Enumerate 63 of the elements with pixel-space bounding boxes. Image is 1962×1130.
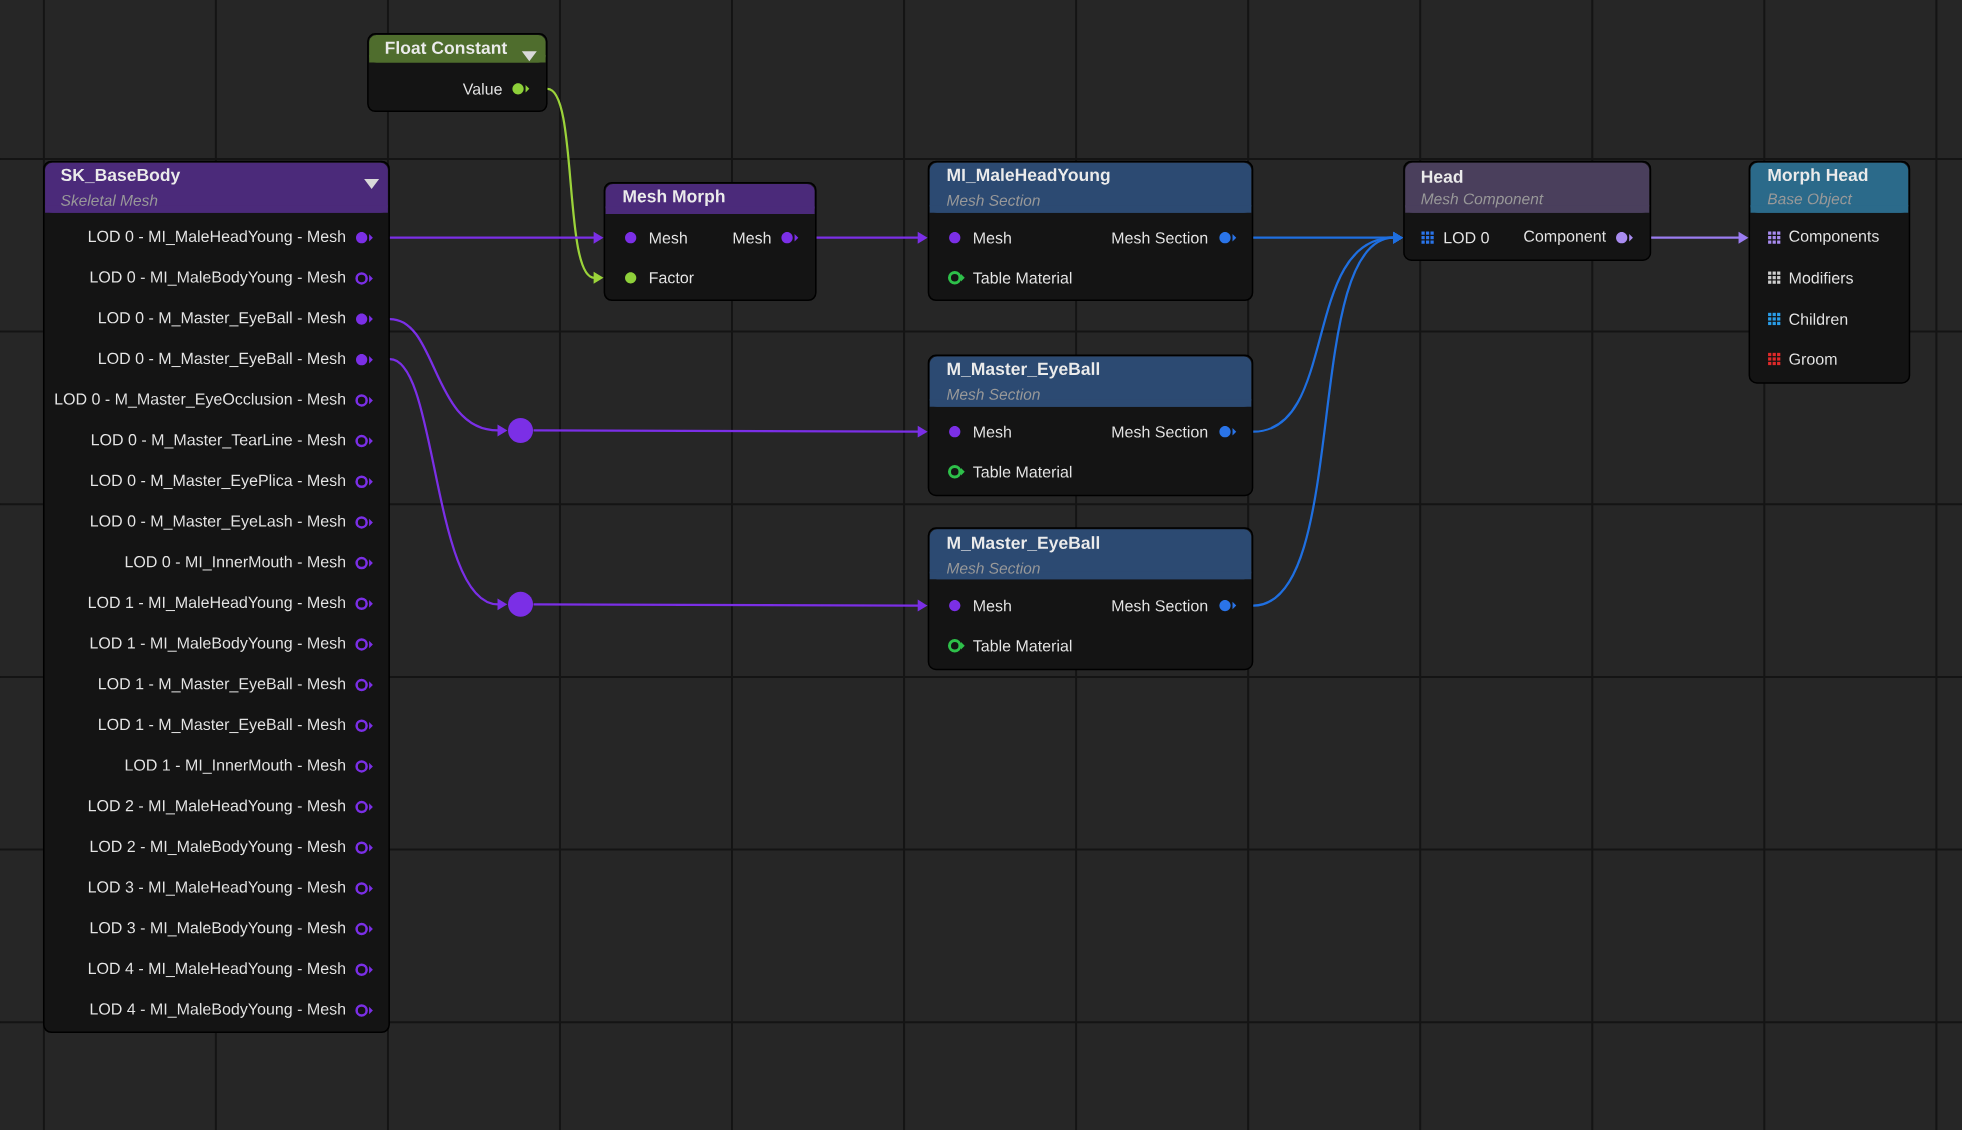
pin-label: Mesh (733, 231, 771, 244)
node-title: Morph Head (1768, 168, 1868, 185)
pin-label: LOD 1 - M_Master_EyeBall - Mesh (99, 677, 345, 693)
pin-label: LOD 1 - M_Master_EyeBall - Mesh (99, 718, 345, 734)
node-subtitle: Mesh Section (946, 388, 1040, 400)
pin-label: Mesh (649, 231, 687, 244)
graph-node (927, 354, 1254, 497)
pin-label: LOD 0 - M_Master_EyeBall - Mesh (99, 311, 345, 327)
pin-label: Mesh Section (1112, 231, 1208, 244)
pin-label: Table Material (973, 465, 1072, 478)
pin-label: LOD 0 - M_Master_TearLine - Mesh (91, 433, 345, 449)
pin-label: Modifiers (1789, 271, 1853, 284)
node-title: M_Master_EyeBall (947, 362, 1100, 379)
pin-label: Mesh Section (1112, 425, 1208, 438)
pin-label: LOD 4 - MI_MaleHeadYoung - Mesh (88, 962, 345, 978)
reroute-knot (508, 591, 534, 617)
pin-label: Factor (649, 272, 694, 284)
pin-label: LOD 2 - MI_MaleHeadYoung - Mesh (88, 799, 345, 815)
pin-label: LOD 0 - M_Master_EyePlica - Mesh (91, 474, 345, 490)
pin-label: Children (1789, 313, 1848, 325)
node-subtitle: Skeletal Mesh (61, 194, 158, 206)
graph-node (927, 160, 1254, 302)
graph-node (367, 33, 548, 113)
graph-node (43, 160, 390, 1034)
node-title: M_Master_EyeBall (947, 536, 1100, 553)
pin-label: LOD 0 - MI_MaleBodyYoung - Mesh (90, 270, 345, 286)
pin-label: Mesh (974, 599, 1011, 612)
pin-label: LOD 1 - MI_MaleHeadYoung - Mesh (88, 596, 345, 612)
reroute-knot (508, 417, 534, 443)
pin-label: LOD 4 - MI_MaleBodyYoung - Mesh (90, 1003, 345, 1018)
pin-label: LOD 3 - MI_MaleBodyYoung - Mesh (90, 921, 345, 937)
node-title: Mesh Morph (623, 189, 725, 206)
pin-label: LOD 1 - MI_InnerMouth - Mesh (125, 759, 346, 774)
node-title: MI_MaleHeadYoung (947, 168, 1110, 185)
pin-label: Components (1789, 230, 1879, 246)
pin-label: LOD 0 - MI_MaleHeadYoung - Mesh (88, 230, 345, 246)
pin-label: Mesh (974, 425, 1011, 438)
graph-node (1748, 160, 1911, 384)
node-title: Float Constant (385, 41, 508, 54)
pin-label: Mesh (974, 231, 1011, 244)
node-title: Head (1421, 170, 1463, 183)
pin-label: LOD 0 - M_Master_EyeBall - Mesh (99, 352, 345, 368)
node-subtitle: Mesh Section (946, 562, 1040, 574)
pin-label: LOD 1 - MI_MaleBodyYoung - Mesh (90, 637, 345, 652)
node-subtitle: Mesh Section (946, 194, 1040, 206)
pin-label: Value (462, 83, 502, 95)
pin-label: Mesh Section (1112, 599, 1208, 612)
pin-label: Table Material (973, 271, 1072, 284)
graph-node (1403, 160, 1652, 262)
pin-label: LOD 0 - MI_InnerMouth - Mesh (125, 555, 346, 571)
graph-node (927, 527, 1254, 671)
node-subtitle: Mesh Component (1421, 193, 1544, 208)
pin-label: Component (1524, 230, 1606, 246)
graph-node (603, 182, 817, 302)
pin-label: LOD 2 - MI_MaleBodyYoung - Mesh (90, 840, 345, 856)
pin-label: LOD 0 - M_Master_EyeOcclusion - Mesh (55, 393, 345, 408)
node-title: SK_BaseBody (61, 168, 181, 185)
pin-label: LOD 0 - M_Master_EyeLash - Mesh (91, 514, 345, 530)
pin-label: LOD 0 (1444, 232, 1489, 244)
pin-label: Groom (1789, 353, 1837, 365)
pin-label: Table Material (973, 639, 1072, 652)
node-subtitle: Base Object (1767, 193, 1853, 208)
pin-label: LOD 3 - MI_MaleHeadYoung - Mesh (88, 881, 345, 896)
